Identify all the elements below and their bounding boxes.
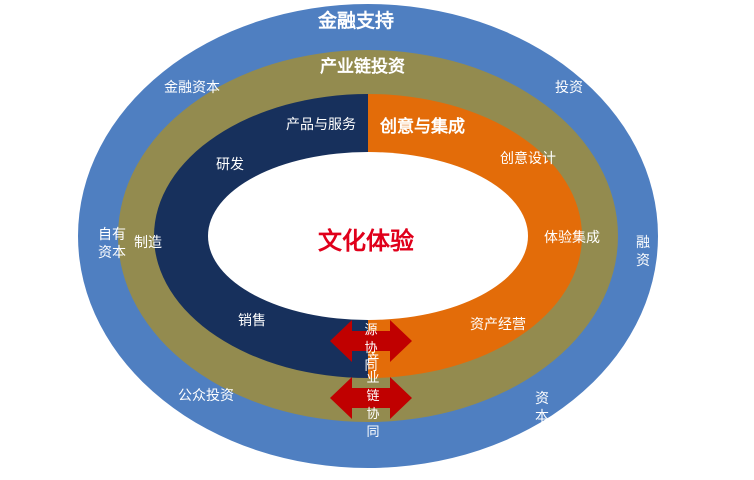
center-ellipse [208,152,528,320]
inner-label-experience-integration: 体验集成 [544,230,600,246]
outer-label-financial-capital: 金融资本 [164,80,220,96]
inner-right-title: 创意与集成 [380,117,465,137]
outer-label-public-investment: 公众投资 [178,388,234,404]
inner-label-products-services: 产品与服务 [286,117,356,133]
inner-label-manufacturing: 制造 [134,235,162,251]
arrow-label-industry-chain-synergy: 产业链协同 [366,353,380,440]
outer-label-capital: 资本 [535,391,549,425]
inner-label-creative-design: 创意设计 [500,151,556,167]
middle-ring-title: 产业链投资 [320,57,405,77]
center-title: 文化体验 [318,227,414,255]
arrow-label-resource-synergy: 资源协同 [364,305,378,374]
outer-ring-title: 金融支持 [318,10,395,32]
outer-label-investment: 投资 [555,80,583,96]
inner-label-rnd: 研发 [216,157,244,173]
double-arrow-resource [330,320,412,362]
inner-label-sales: 销售 [238,313,266,329]
inner-label-asset-operation: 资产经营 [470,317,526,333]
outer-label-financing: 融资 [636,235,650,269]
outer-label-own-capital: 自有资本 [98,227,126,261]
double-arrow-industry-chain [330,377,412,419]
